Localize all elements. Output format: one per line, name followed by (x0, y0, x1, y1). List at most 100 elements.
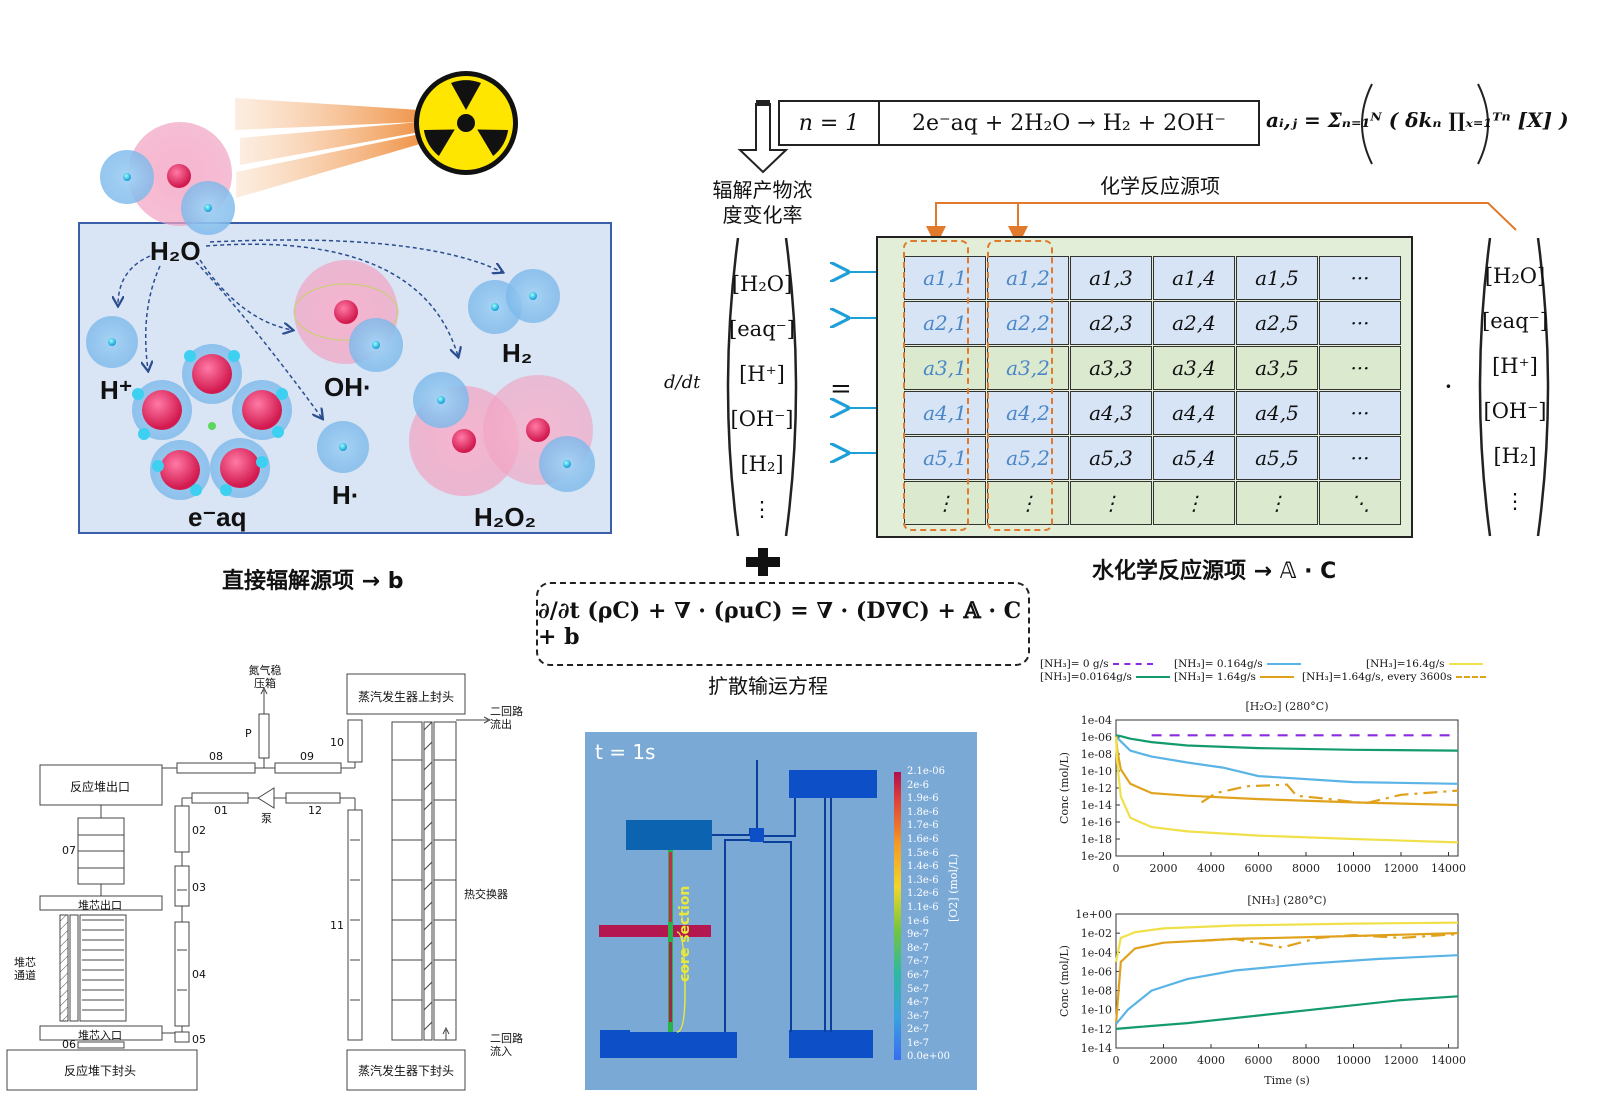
legend-2: [NH₃]=16.4g/s (1366, 658, 1483, 670)
coefficient-formula: aᵢ,ⱼ = Σₙ₌₁ᴺ ( δkₙ ∏ₓ₌₁ᵀⁿ [X] ) (1266, 108, 1569, 132)
legend-4: [NH₃]= 1.64g/s (1174, 671, 1294, 683)
matrix-cell: ⋮ (1153, 481, 1235, 525)
hydrated-electron-icon (132, 344, 292, 500)
bottom-panel-xtick-label: 8000 (1292, 1054, 1320, 1067)
colorbar-tick: 4e-7 (907, 997, 930, 1009)
plus-icon (746, 548, 780, 576)
down-arrow-icon (737, 103, 789, 174)
top-panel-series-1 (1115, 734, 1459, 752)
matrix-cell: a4,1 (904, 391, 986, 435)
water-molecule-icon (100, 122, 235, 235)
bottom-panel-series-1 (1114, 932, 1459, 1025)
pump-icon (257, 787, 275, 809)
matrix-cell: ⋮ (1070, 481, 1152, 525)
colorbar-tick: 1.6e-6 (907, 833, 939, 845)
h-plus-icon (86, 316, 138, 368)
seg-12: 12 (308, 804, 322, 817)
reaction-equation-box: n = 1 2e⁻aq + 2H₂O → H₂ + 2OH⁻ (778, 100, 1260, 146)
bottom-panel-ylabel: Conc (mol/L) (1058, 945, 1071, 1017)
radiation-beam (235, 98, 420, 198)
colorbar-tick: 1e-6 (907, 915, 930, 927)
matrix-cell: a2,2 (987, 301, 1069, 345)
sim-time-label: t = 1s (595, 740, 656, 764)
matrix-cell: a4,5 (1236, 391, 1318, 435)
matrix-cell: a1,2 (987, 256, 1069, 300)
matrix-cell: a5,3 (1070, 436, 1152, 480)
top-panel-ylabel: Conc (mol/L) (1058, 752, 1071, 824)
matrix-cell: ⋮ (904, 481, 986, 525)
top-panel-xtick-label: 8000 (1292, 862, 1320, 875)
dot-operator: · (1444, 370, 1453, 403)
top-panel-ytick-label: 1e-20 (1081, 850, 1112, 863)
loop-schematic (6, 673, 492, 1091)
top-panel-xtick-label: 12000 (1384, 862, 1419, 875)
seg-02: 02 (192, 824, 206, 837)
seg-05: 05 (192, 1033, 206, 1046)
colorbar-tick: 2e-7 (907, 1024, 930, 1036)
matrix-cell: a5,5 (1236, 436, 1318, 480)
colorbar-tick: 1.4e-6 (907, 861, 939, 873)
bottom-panel-series-3 (1115, 954, 1459, 1025)
top-panel-ytick-label: 1e-04 (1081, 714, 1112, 727)
bottom-panel-series-2 (1201, 933, 1459, 949)
matrix-cell: ··· (1319, 256, 1401, 300)
matrix-cell: a2,3 (1070, 301, 1152, 345)
colorbar-tick: 9e-7 (907, 929, 930, 941)
right-vector-oh: [OH⁻] (1483, 399, 1547, 423)
rate-label: 辐解产物浓 度变化率 (705, 178, 820, 228)
top-panel-ytick-label: 1e-12 (1081, 782, 1112, 795)
rate-label-line1: 辐解产物浓 (712, 178, 813, 202)
colorbar-tick: 1.3e-6 (907, 874, 939, 886)
reaction-caption: 水化学反应源项 → 𝔸 · C (1092, 559, 1337, 584)
legend-2-text: [NH₃]=16.4g/s (1366, 658, 1445, 670)
oh-radical-icon (293, 260, 403, 372)
core-channel-label: 堆芯通道 (14, 956, 36, 982)
colorbar-tick: 1.9e-6 (907, 793, 939, 805)
right-vector: [H₂O] [eaq⁻] [H⁺] [OH⁻] [H₂] ⋮ (1478, 254, 1552, 524)
matrix-cell: a1,3 (1070, 256, 1152, 300)
colorbar-tick: 0.0e+00 (907, 1051, 950, 1063)
colorbar-tick: 7e-7 (907, 956, 930, 968)
ddt-operator: d/dt (664, 368, 700, 398)
legend-5: [NH₃]=1.64g/s, every 3600s (1302, 671, 1487, 683)
matrix-cell: a1,4 (1153, 256, 1235, 300)
pressurizer-label: 氮气稳压箱 (248, 664, 282, 690)
right-vector-hplus: [H⁺] (1492, 354, 1538, 378)
bottom-panel-ytick-label: 1e-04 (1081, 946, 1112, 959)
matrix-cell: ··· (1319, 436, 1401, 480)
right-vector-h2o: [H₂O] (1484, 264, 1546, 288)
bottom-panel-ytick-label: 1e-02 (1081, 927, 1112, 940)
left-paren (726, 237, 740, 537)
matrix-cell: ··· (1319, 301, 1401, 345)
top-panel-xtick-label: 2000 (1150, 862, 1178, 875)
h2o2-molecule-icon (409, 372, 595, 496)
concentration-chart: [H₂O₂] (280°C)Conc (mol/L)1e-041e-061e-0… (1058, 700, 1466, 1087)
left-vector-hplus: [H⁺] (739, 362, 785, 386)
seg-04: 04 (192, 968, 206, 981)
top-panel-ytick-label: 1e-14 (1081, 799, 1112, 812)
heat-exchanger-label: 热交换器 (464, 888, 508, 901)
rv-outlet-label: 反应堆出口 (70, 780, 131, 794)
source-term-arrows (926, 202, 1517, 246)
label-e-aq: e⁻aq (188, 502, 247, 532)
bottom-panel-ytick-label: 1e-12 (1081, 1023, 1112, 1036)
legend-0-swatch (1112, 663, 1153, 665)
top-panel-ytick-label: 1e-18 (1081, 833, 1112, 846)
top-panel-xtick-label: 14000 (1431, 862, 1466, 875)
left-vector-oh: [OH⁻] (730, 407, 794, 431)
bottom-panel-xtick-label: 6000 (1245, 1054, 1273, 1067)
matrix-cell: a4,2 (987, 391, 1069, 435)
matrix-cell: ··· (1319, 391, 1401, 435)
sg-bottom-label: 蒸汽发生器下封头 (358, 1064, 455, 1078)
source-term-label: 化学反应源项 (1100, 174, 1220, 198)
colorbar-tick: 8e-7 (907, 942, 930, 954)
label-h2: H₂ (502, 338, 533, 368)
matrix-cell: a3,2 (987, 346, 1069, 390)
sg-top-label: 蒸汽发生器上封头 (358, 690, 455, 704)
h2-molecule-icon (468, 269, 560, 334)
colorbar-tick: 1e-7 (907, 1037, 930, 1049)
top-panel-series-5 (1114, 736, 1459, 844)
